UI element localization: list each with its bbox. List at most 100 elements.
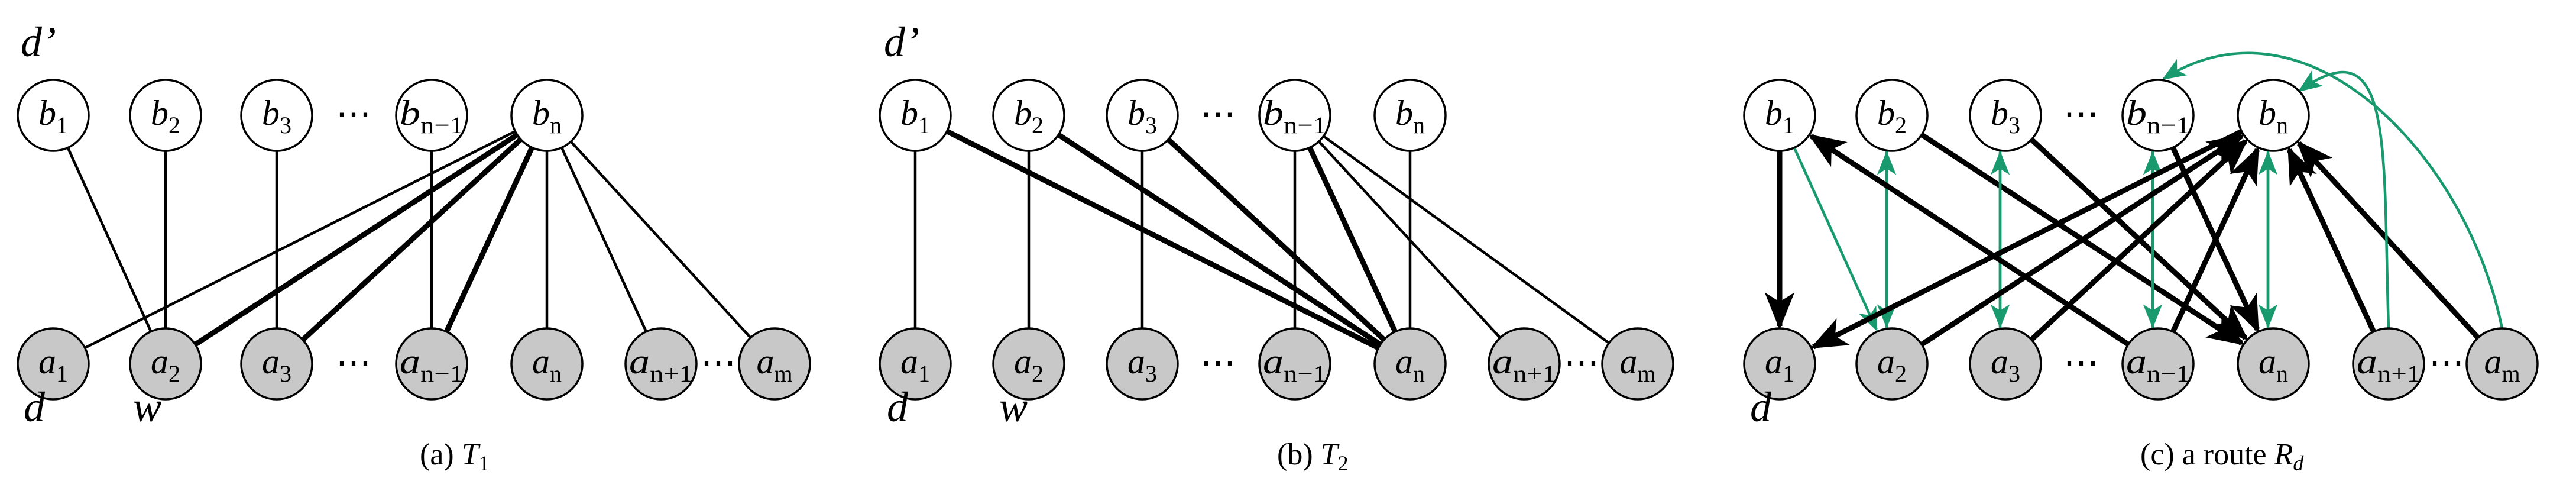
panel-c-top-dots: ⋯ bbox=[2063, 95, 2099, 134]
node-c-bottom-2-circle bbox=[1969, 327, 2042, 401]
node-a-top-2: b3 bbox=[240, 79, 313, 152]
node-a-bottom-6-circle bbox=[738, 327, 811, 401]
node-b-top-0-label: b1 bbox=[900, 93, 930, 138]
edge-c-21 bbox=[2162, 51, 2504, 329]
node-b-bottom-6: am bbox=[1601, 327, 1674, 401]
panel-a-bottom-dots-1: ⋯ bbox=[701, 343, 736, 382]
node-c-top-1: b2 bbox=[1855, 79, 1929, 152]
node-a-top-4-circle bbox=[510, 79, 584, 152]
edge-b-8 bbox=[1307, 146, 1398, 333]
node-c-top-1-label: b2 bbox=[1877, 93, 1907, 138]
node-b-bottom-1-circle bbox=[992, 327, 1065, 401]
edge-c-20 bbox=[2298, 70, 2390, 329]
node-b-bottom-5-circle bbox=[1488, 327, 1561, 401]
node-b-bottom-1-label: a2 bbox=[1014, 342, 1044, 387]
node-b-bottom-3-circle bbox=[1258, 327, 1331, 401]
edge-a-10 bbox=[569, 140, 752, 339]
node-a-top-0: b1 bbox=[17, 79, 90, 152]
node-b-top-1-label: b2 bbox=[1014, 93, 1044, 138]
edge-a-6 bbox=[301, 137, 523, 342]
node-a-top-1-label: b2 bbox=[151, 93, 180, 138]
node-b-bottom-4-label: an bbox=[1395, 342, 1425, 387]
node-c-top-4-circle bbox=[2237, 79, 2310, 152]
node-b-top-2-label: b3 bbox=[1127, 93, 1157, 138]
node-a-bottom-3-circle bbox=[395, 327, 468, 401]
node-c-bottom-6-label: am bbox=[2484, 342, 2520, 387]
edge-b-6 bbox=[1057, 132, 1382, 347]
panel-c-caption: (c) a route Rd bbox=[2140, 438, 2304, 475]
node-b-bottom-6-circle bbox=[1601, 327, 1674, 401]
panel-b-edges bbox=[913, 128, 1610, 351]
node-c-bottom-1-label: a2 bbox=[1877, 342, 1907, 387]
node-c-bottom-0-circle bbox=[1743, 327, 1816, 401]
edge-b-5 bbox=[945, 128, 1380, 351]
node-b-top-0: b1 bbox=[879, 79, 952, 152]
panel-b-top-dots: ⋯ bbox=[1200, 95, 1236, 134]
node-a-top-0-circle bbox=[17, 79, 90, 152]
node-a-bottom-6: am bbox=[738, 327, 811, 401]
panel-b-corner-w: w bbox=[999, 383, 1028, 431]
node-a-top-2-label: b3 bbox=[262, 93, 291, 138]
edge-c-16 bbox=[1810, 128, 2243, 350]
node-c-bottom-2: a3 bbox=[1969, 327, 2042, 401]
panel-c-bottom-dots-0: ⋯ bbox=[2063, 343, 2099, 382]
node-c-bottom-2-label: a3 bbox=[1991, 342, 2020, 387]
node-c-bottom-6-circle bbox=[2465, 327, 2539, 401]
node-a-bottom-0: a1 bbox=[17, 327, 90, 401]
panel-b-bottom-dots-1: ⋯ bbox=[1564, 343, 1599, 382]
edge-c-17 bbox=[1808, 134, 2130, 347]
panel-c-edges bbox=[1764, 51, 2504, 350]
node-a-bottom-6-label: am bbox=[756, 342, 792, 387]
edge-b-10 bbox=[1323, 135, 1610, 344]
node-a-bottom-0-label: a1 bbox=[38, 342, 68, 387]
panel-b-caption: (b) T2 bbox=[1277, 438, 1349, 475]
node-b-bottom-2: a3 bbox=[1106, 327, 1179, 401]
node-b-top-1: b2 bbox=[992, 79, 1065, 152]
node-a-top-1-circle bbox=[129, 79, 202, 152]
node-a-bottom-1-label: a2 bbox=[151, 342, 180, 387]
node-a-bottom-4-circle bbox=[510, 327, 584, 401]
node-b-bottom-2-label: a3 bbox=[1127, 342, 1157, 387]
node-a-bottom-4-label: an bbox=[532, 342, 562, 387]
node-a-bottom-2-label: a3 bbox=[262, 342, 291, 387]
node-c-bottom-1-circle bbox=[1855, 327, 1929, 401]
node-c-top-0-circle bbox=[1743, 79, 1816, 152]
node-c-top-2: b3 bbox=[1969, 79, 2042, 152]
node-c-bottom-1: a2 bbox=[1855, 327, 1929, 401]
node-a-top-0-label: b1 bbox=[38, 93, 68, 138]
node-a-bottom-0-circle bbox=[17, 327, 90, 401]
panel-a-corner-bottom: d bbox=[24, 383, 46, 431]
node-a-bottom-1-circle bbox=[129, 327, 202, 401]
edge-c-11 bbox=[2170, 146, 2260, 333]
node-c-bottom-0: a1 bbox=[1743, 327, 1816, 401]
node-c-bottom-4-label: an bbox=[2259, 342, 2288, 387]
edge-c-18 bbox=[2286, 146, 2376, 333]
node-c-top-4: bn bbox=[2237, 79, 2310, 152]
node-c-bottom-6: am bbox=[2465, 327, 2539, 401]
node-b-bottom-4: an bbox=[1373, 327, 1447, 401]
node-a-bottom-1: a2 bbox=[129, 327, 202, 401]
edge-c-15 bbox=[1920, 134, 2245, 347]
node-b-bottom-4-circle bbox=[1373, 327, 1447, 401]
node-b-bottom-2-circle bbox=[1106, 327, 1179, 401]
node-b-top-3-circle bbox=[1258, 79, 1331, 152]
node-b-bottom-1: a2 bbox=[992, 327, 1065, 401]
node-a-top-3-circle bbox=[395, 79, 468, 152]
panel-b-corner-top: d’ bbox=[884, 18, 919, 66]
edge-a-7 bbox=[444, 146, 534, 333]
node-a-bottom-5-circle bbox=[624, 327, 698, 401]
